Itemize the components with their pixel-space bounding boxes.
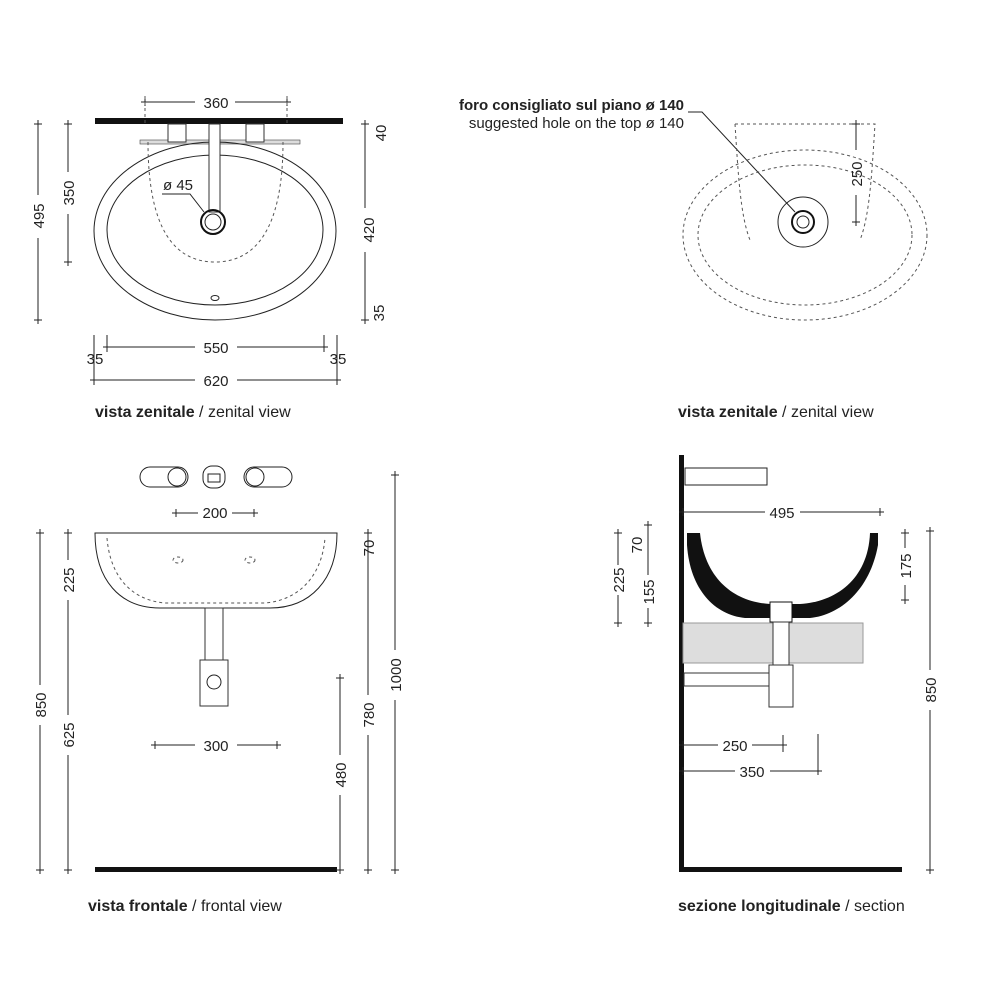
dim-155: 155: [641, 579, 658, 604]
dim-175: 175: [898, 553, 915, 578]
dim-780: 780: [361, 702, 378, 727]
dim-850: 850: [33, 692, 50, 717]
dim-495: 495: [31, 203, 48, 228]
dim-620: 620: [203, 373, 228, 390]
dim-350-section: 350: [739, 764, 764, 781]
dim-360: 360: [203, 95, 228, 112]
dim-495-depth: 495: [769, 505, 794, 522]
dim-250: 250: [849, 161, 866, 186]
drain-diameter-label: ø 45: [163, 177, 193, 194]
drain-icon: [200, 209, 226, 235]
dim-350: 350: [61, 180, 78, 205]
dim-850-section: 850: [923, 677, 940, 702]
dim-225-section: 225: [611, 567, 628, 592]
floor: [95, 867, 337, 872]
dim-35-right: 35: [330, 351, 347, 368]
top-view-hole: foro consigliato sul piano ø 140 suggest…: [459, 97, 928, 421]
dim-225: 225: [61, 567, 78, 592]
dim-40: 40: [373, 125, 390, 142]
countertop: [95, 118, 343, 124]
dim-625: 625: [61, 722, 78, 747]
caption-bottom-left: vista frontale / frontal view: [88, 898, 282, 915]
dim-420: 420: [361, 217, 378, 242]
wall: [679, 455, 684, 872]
dim-200: 200: [202, 505, 227, 522]
spout: [684, 467, 768, 486]
caption-top-right: vista zenitale / zenital view: [678, 404, 874, 421]
tap-handle-right-icon: [243, 466, 293, 488]
dim-1000: 1000: [388, 658, 405, 691]
top-view-basin: ø 45 360 495 350 40 420 35 550 35 35 620…: [31, 95, 390, 421]
dim-35-left: 35: [87, 351, 104, 368]
basin-front: [94, 532, 338, 609]
suggested-hole: [777, 196, 829, 248]
hole-note-it: foro consigliato sul piano ø 140: [459, 97, 684, 114]
dim-250-section: 250: [722, 738, 747, 755]
frontal-view: 200 300 850 225 625 70 780 480 1000 vist…: [33, 465, 405, 915]
dim-550: 550: [203, 340, 228, 357]
dim-300: 300: [203, 738, 228, 755]
dim-70: 70: [361, 540, 378, 557]
tap-handle-left-icon: [139, 466, 189, 488]
dim-35: 35: [371, 305, 388, 322]
caption-top-left: vista zenitale / zenital view: [95, 404, 291, 421]
siphon: [199, 659, 229, 707]
dim-480: 480: [333, 762, 350, 787]
hole-note-en: suggested hole on the top ø 140: [469, 115, 684, 132]
dim-70-section: 70: [629, 537, 646, 554]
section-view: 495 225 70 155 175 850 250 350 sezione l…: [611, 455, 940, 915]
overflow-hole: [210, 295, 220, 301]
caption-bottom-right: sezione longitudinale / section: [678, 898, 905, 915]
spout-icon: [202, 465, 226, 489]
siphon: [768, 664, 794, 708]
drain-pipe: [204, 607, 224, 664]
floor: [679, 867, 902, 872]
